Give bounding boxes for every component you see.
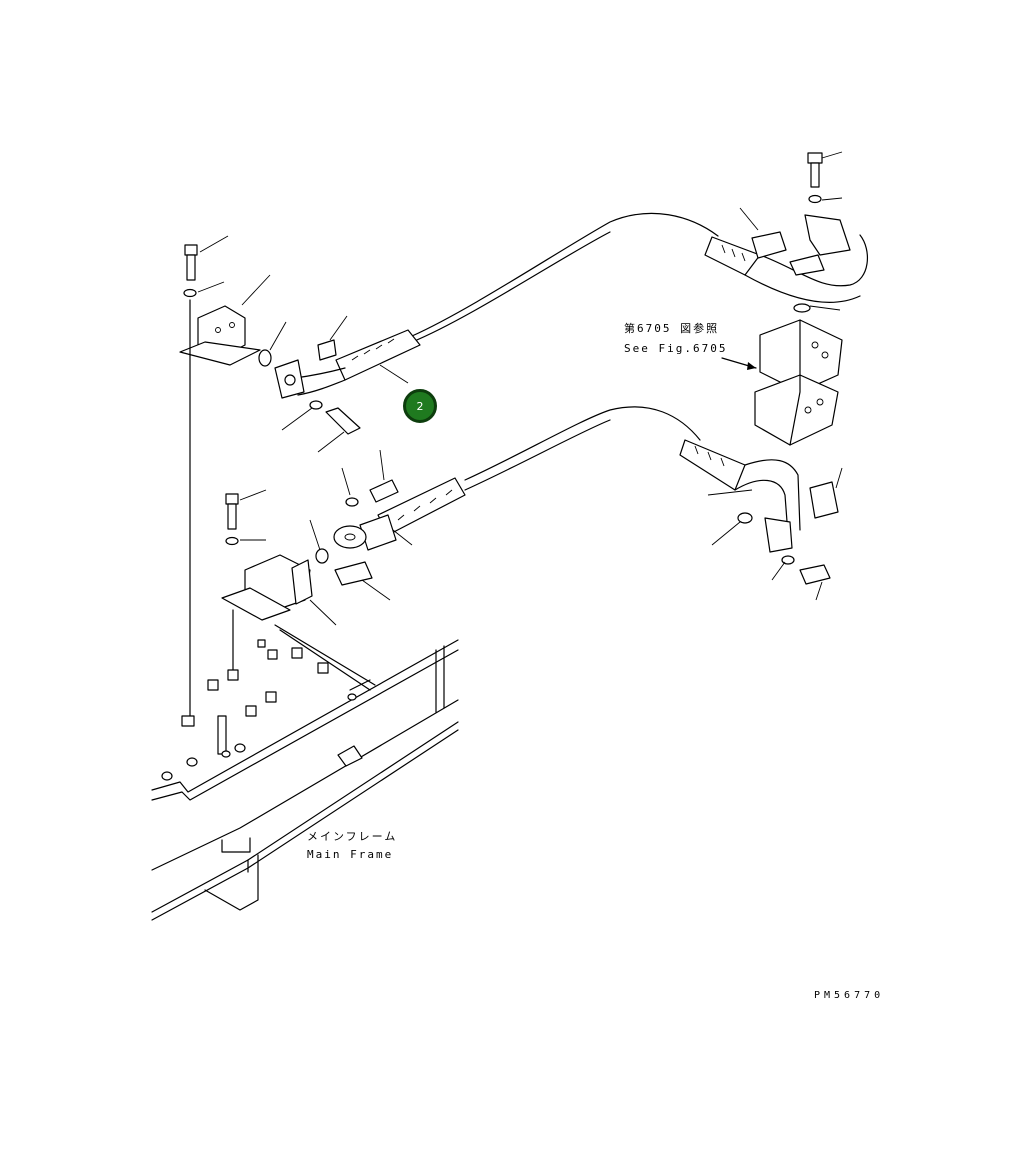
main-frame-label-en: Main Frame — [307, 848, 394, 861]
lower-hose — [333, 406, 839, 586]
drawing-code: PM56770 — [814, 990, 885, 1001]
main-frame — [151, 624, 459, 921]
bolts — [183, 152, 831, 585]
valve-block — [721, 319, 843, 446]
upper-hose — [274, 212, 868, 399]
part-callout-marker[interactable]: 2 — [403, 389, 437, 423]
see-fig-label-en: See Fig.6705 — [624, 342, 728, 355]
see-fig-label-jp: 第6705 図参照 — [624, 322, 720, 335]
upper-bracket — [179, 299, 272, 726]
part-callout-number: 2 — [416, 399, 424, 413]
lower-bracket — [221, 548, 329, 671]
main-frame-label-jp: メインフレーム — [307, 830, 398, 843]
leader-lines — [197, 151, 843, 626]
